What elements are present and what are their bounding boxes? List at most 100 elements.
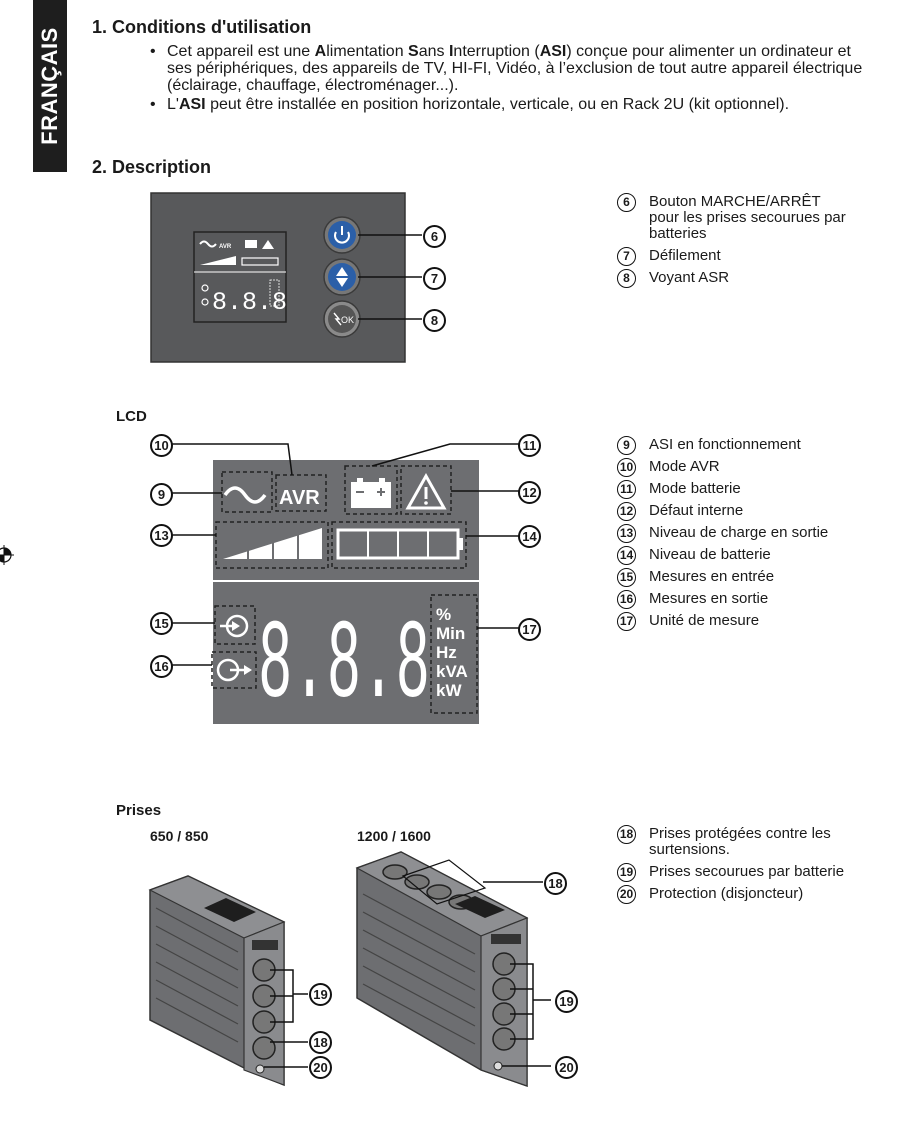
conditions-text-run: ASI	[539, 43, 567, 60]
battery-mode-icon	[351, 478, 391, 508]
unit-label: %	[436, 605, 451, 624]
conditions-text-run: limentation	[326, 43, 409, 60]
callout-7: 7	[423, 267, 446, 290]
callout-11: 11	[518, 434, 541, 457]
arrow-up-icon	[336, 267, 348, 276]
language-tab: FRANÇAIS	[33, 0, 67, 172]
legend-number: 12	[617, 502, 636, 521]
mini-battery-bar	[241, 257, 279, 266]
power-button[interactable]	[323, 216, 361, 254]
scroll-button[interactable]	[323, 258, 361, 296]
callout-17: 17	[518, 618, 541, 641]
conditions-text-run: I	[448, 43, 454, 60]
lightning-icon	[333, 312, 342, 326]
callout-16: 16	[150, 655, 173, 678]
power-icon	[334, 231, 350, 244]
legend-text: Protection (disjoncteur)	[649, 885, 804, 902]
callout-20-large: 20	[555, 1056, 578, 1079]
legend-item: 14 Niveau de batterie	[617, 546, 877, 565]
callout-18-large: 18	[544, 872, 567, 895]
input-measure-icon	[220, 614, 249, 638]
unit-label: Min	[436, 624, 465, 643]
callout-20-small: 20	[309, 1056, 332, 1079]
conditions-text-run: ans	[418, 43, 449, 60]
legend-item: 8 Voyant ASR	[617, 269, 847, 288]
mini-lcd-avr: AVR	[219, 244, 232, 250]
lcd-avr-label: AVR	[279, 487, 320, 509]
conditions-text-run: peut être installée en position horizont…	[205, 96, 790, 113]
legend-text: Prises secourues par batterie	[649, 863, 845, 880]
legend-number: 19	[617, 863, 636, 882]
callout-14: 14	[518, 525, 541, 548]
callout-10: 10	[150, 434, 173, 457]
asr-button[interactable]: OK	[323, 300, 361, 338]
legend-text: Mesures en entrée	[649, 568, 775, 585]
legend-text: Mode batterie	[649, 480, 741, 497]
legend-text: Défaut interne	[649, 502, 744, 519]
callout-15: 15	[150, 612, 173, 635]
callout-8: 8	[423, 309, 446, 332]
legend-text: Mesures en sortie	[649, 590, 769, 607]
mini-input-icon	[201, 284, 209, 292]
legend-number: 13	[617, 524, 636, 543]
callout-12: 12	[518, 481, 541, 504]
callout-13: 13	[150, 524, 173, 547]
arrow-down-icon	[336, 278, 348, 287]
language-tab-label: FRANÇAIS	[37, 27, 62, 145]
callout-19-large: 19	[555, 990, 578, 1013]
conditions-item: L'ASI peut être installée en position ho…	[150, 96, 870, 113]
legend-number: 15	[617, 568, 636, 587]
legend-item: 20 Protection (disjoncteur)	[617, 885, 857, 904]
sine-wave-icon	[223, 486, 267, 504]
output-measure-icon	[216, 658, 252, 682]
lcd-background	[213, 460, 479, 724]
unit-label: Hz	[436, 643, 457, 662]
legend-text: Défilement	[649, 247, 721, 264]
lcd-heading: LCD	[116, 408, 147, 425]
ups-650-850-illustration	[148, 875, 308, 1087]
conditions-text-run: Cet appareil est une	[167, 43, 315, 60]
mini-load-bar	[200, 256, 236, 265]
mini-lcd: AVR 8.8.8	[193, 231, 287, 323]
mini-lcd-digits: 8.8.8	[212, 288, 287, 317]
legend-item: 15 Mesures en entrée	[617, 568, 877, 587]
callout-9: 9	[150, 483, 173, 506]
legend-number: 14	[617, 546, 636, 565]
front-panel-figure: AVR 8.8.8 OK	[150, 192, 422, 363]
unit-label: kW	[436, 681, 462, 700]
legend-number: 10	[617, 458, 636, 477]
legend-number: 16	[617, 590, 636, 609]
conditions-text-run: ASI	[178, 96, 206, 113]
fault-warning-icon	[405, 472, 447, 510]
conditions-text-run: A	[314, 43, 327, 60]
legend-number: 20	[617, 885, 636, 904]
callout-18-small: 18	[309, 1031, 332, 1054]
section-title-conditions: 1. Conditions d'utilisation	[92, 17, 312, 37]
legend-text: Niveau de batterie	[649, 546, 771, 563]
mini-warning-icon	[262, 240, 274, 249]
mini-battery-icon	[245, 240, 257, 248]
legend-text: Voyant ASR	[649, 269, 730, 286]
legend-number: 6	[617, 193, 636, 212]
legend-text: ASI en fonctionnement	[649, 436, 801, 453]
legend-number: 8	[617, 269, 636, 288]
conditions-text-run: L'	[167, 96, 179, 113]
legend-item: 16 Mesures en sortie	[617, 590, 877, 609]
model-label-1200-1600: 1200 / 1600	[357, 828, 431, 844]
unit-label: kVA	[436, 662, 468, 681]
conditions-item: Cet appareil est une Alimentation Sans I…	[150, 43, 870, 94]
conditions-list: Cet appareil est une Alimentation Sans I…	[150, 43, 870, 115]
legend-item: 12 Défaut interne	[617, 502, 877, 521]
